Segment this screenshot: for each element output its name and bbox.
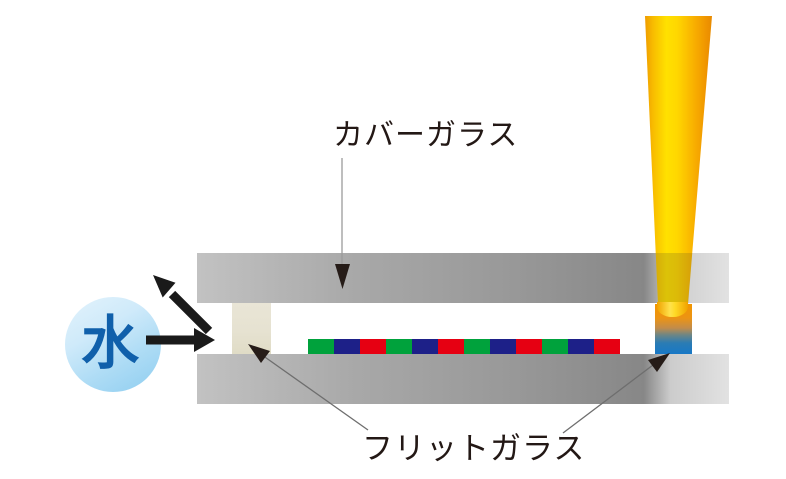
pixel-segment xyxy=(516,339,542,354)
pixel-segment xyxy=(308,339,334,354)
water-label: 水 xyxy=(80,310,139,376)
substrate-glass-bar xyxy=(197,354,729,404)
water-blocked-arrowhead-icon xyxy=(153,275,176,298)
pixel-segment xyxy=(464,339,490,354)
laser-beam-tip xyxy=(657,302,688,317)
pixel-segment xyxy=(438,339,464,354)
laser-beam-in-glass-overlay xyxy=(655,253,693,304)
pixel-segment xyxy=(594,339,620,354)
cover-glass-label: カバーガラス xyxy=(333,119,519,152)
pixel-segment xyxy=(334,339,360,354)
pixel-segment xyxy=(360,339,386,354)
water-incident-arrowhead-icon xyxy=(194,328,215,352)
pixel-segment xyxy=(542,339,568,354)
rgb-pixel-strip xyxy=(308,339,620,354)
pixel-segment xyxy=(386,339,412,354)
pixel-segment xyxy=(490,339,516,354)
frit-glass-left-block xyxy=(232,303,271,354)
pixel-segment xyxy=(568,339,594,354)
frit-glass-label: フリットガラス xyxy=(362,431,586,466)
water-droplet: 水 xyxy=(65,297,161,392)
cover-glass-bar xyxy=(197,253,729,303)
pixel-segment xyxy=(412,339,438,354)
